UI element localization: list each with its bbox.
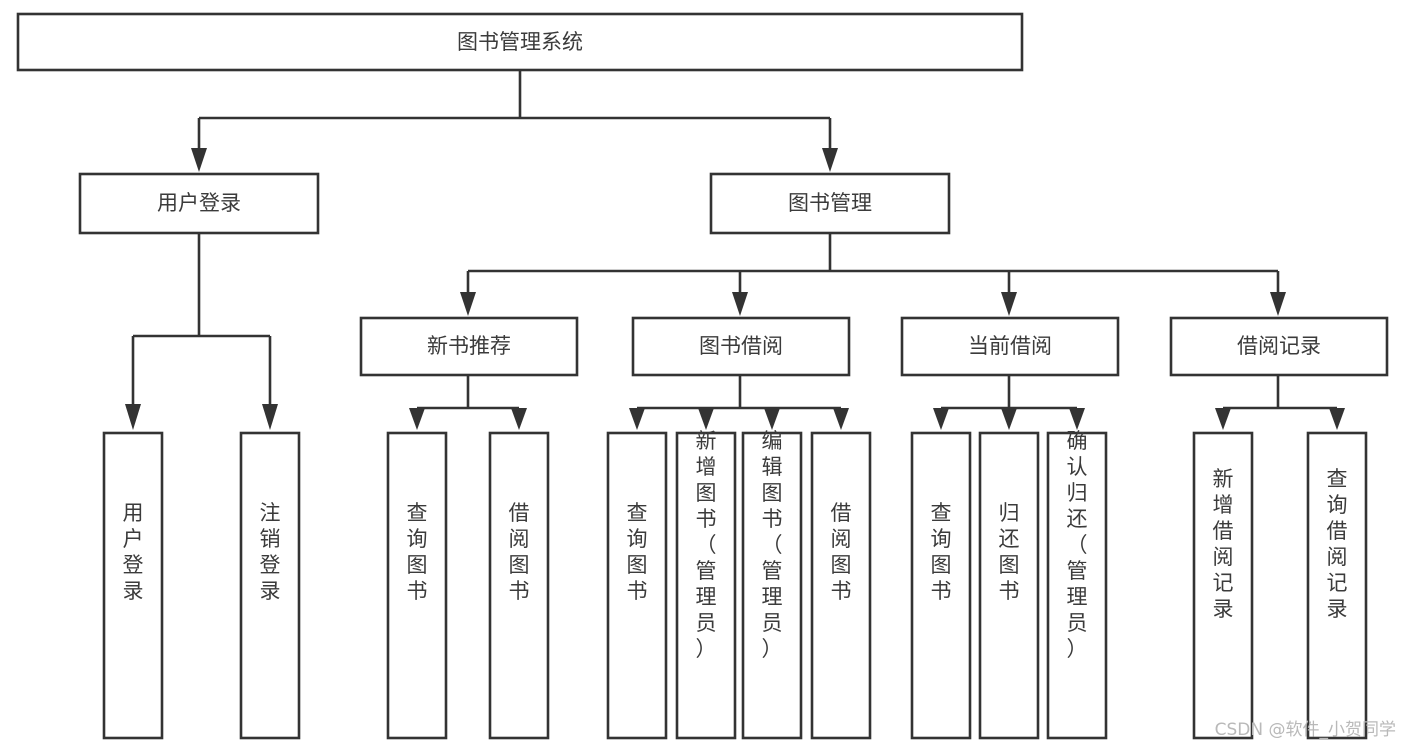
leaf-label-vertical: 归还图书 [999, 501, 1020, 603]
leaf-box[interactable] [239, 431, 301, 740]
leaf-current-borrow-3[interactable]: 确认归还（管理员） [1046, 429, 1108, 740]
leaf-box[interactable] [606, 431, 668, 740]
leaf-box[interactable] [810, 431, 872, 740]
leaf-label-vertical: 新增图书（管理员） [696, 429, 717, 661]
arrow-head-book-borrow-leaf3 [764, 408, 780, 430]
arrow-head-book-borrow-leaf4 [833, 408, 849, 430]
user-login-box[interactable] [78, 172, 320, 235]
leaf-label-vertical: 查询图书 [627, 501, 648, 603]
leaf-label-vertical: 注销登录 [260, 501, 281, 603]
leaf-box[interactable] [910, 431, 972, 740]
arrow-head-borrow-record-leaf1 [1215, 408, 1231, 430]
leaf-new-book-2[interactable]: 借阅图书 [488, 431, 550, 740]
leaf-book-borrow-2[interactable]: 新增图书（管理员） [675, 429, 737, 740]
node-new-book-recommend[interactable]: 新书推荐 [359, 316, 579, 377]
book-manage-label: 图书管理 [788, 191, 872, 215]
leaf-label-vertical: 查询图书 [931, 501, 952, 603]
node-current-borrow[interactable]: 当前借阅 [900, 316, 1120, 377]
borrow-record-label: 借阅记录 [1237, 334, 1321, 358]
arrow-head-book-borrow-leaf2 [698, 408, 714, 430]
arrow-head-book-manage [822, 148, 838, 172]
arrow-head-current-borrow-leaf3 [1069, 408, 1085, 430]
connector-layer [125, 70, 1345, 430]
root-box[interactable] [16, 12, 1024, 72]
arrow-head-new-book-leaf2 [511, 408, 527, 430]
arrow-head-user-login [191, 148, 207, 172]
leaf-label-vertical: 查询借阅记录 [1327, 467, 1348, 621]
leaf-new-book-1[interactable]: 查询图书 [386, 431, 448, 740]
node-root[interactable]: 图书管理系统 [16, 12, 1024, 72]
arrow-head-current-borrow [1001, 292, 1017, 316]
leaf-current-borrow-1[interactable]: 查询图书 [910, 431, 972, 740]
node-borrow-record[interactable]: 借阅记录 [1169, 316, 1389, 377]
node-user-login[interactable]: 用户登录 [78, 172, 320, 235]
leaf-borrow-record-1[interactable]: 新增借阅记录 [1192, 431, 1254, 740]
arrow-head-borrow-record-leaf2 [1329, 408, 1345, 430]
arrow-head-book-borrow [732, 292, 748, 316]
current-borrow-label: 当前借阅 [968, 334, 1052, 358]
leaf-label-vertical: 借阅图书 [509, 501, 530, 603]
leaf-label-vertical: 用户登录 [123, 501, 144, 603]
arrow-head-user-login-leaf2 [262, 404, 278, 430]
leaf-box[interactable] [102, 431, 164, 740]
book-manage-box[interactable] [709, 172, 951, 235]
leaf-label-vertical: 确认归还（管理员） [1067, 429, 1088, 661]
arrow-head-current-borrow-leaf1 [933, 408, 949, 430]
arrow-head-new-book [460, 292, 476, 316]
leaf-book-borrow-3[interactable]: 编辑图书（管理员） [741, 429, 803, 740]
leaf-box[interactable] [1306, 431, 1368, 740]
root-label: 图书管理系统 [457, 30, 583, 54]
leaf-book-borrow-4[interactable]: 借阅图书 [810, 431, 872, 740]
arrow-head-book-borrow-leaf1 [629, 408, 645, 430]
leaf-label-vertical: 查询图书 [407, 501, 428, 603]
leaf-box[interactable] [488, 431, 550, 740]
leaf-box[interactable] [978, 431, 1040, 740]
leaf-label-vertical: 新增借阅记录 [1213, 467, 1234, 621]
leaf-box[interactable] [1192, 431, 1254, 740]
borrow-record-box[interactable] [1169, 316, 1389, 377]
new-book-recommend-box[interactable] [359, 316, 579, 377]
leaf-user-login-2[interactable]: 注销登录 [239, 431, 301, 740]
leaf-box[interactable] [675, 431, 737, 740]
leaf-box[interactable] [1046, 431, 1108, 740]
current-borrow-box[interactable] [900, 316, 1120, 377]
leaf-user-login-1[interactable]: 用户登录 [102, 431, 164, 740]
user-login-label: 用户登录 [157, 191, 241, 215]
leaf-box[interactable] [386, 431, 448, 740]
arrow-head-user-login-leaf1 [125, 404, 141, 430]
arrow-head-current-borrow-leaf2 [1001, 408, 1017, 430]
node-book-manage[interactable]: 图书管理 [709, 172, 951, 235]
arrow-head-borrow-record [1270, 292, 1286, 316]
new-book-recommend-label: 新书推荐 [427, 334, 511, 358]
leaf-borrow-record-2[interactable]: 查询借阅记录 [1306, 431, 1368, 740]
book-borrow-box[interactable] [631, 316, 851, 377]
watermark-label: CSDN @软件_小贺同学 [1215, 720, 1396, 740]
book-borrow-label: 图书借阅 [699, 334, 783, 358]
leaf-current-borrow-2[interactable]: 归还图书 [978, 431, 1040, 740]
leaf-label-vertical: 借阅图书 [831, 501, 852, 603]
arrow-head-new-book-leaf1 [409, 408, 425, 430]
leaf-book-borrow-1[interactable]: 查询图书 [606, 431, 668, 740]
leaf-label-vertical: 编辑图书（管理员） [762, 429, 783, 661]
node-book-borrow[interactable]: 图书借阅 [631, 316, 851, 377]
leaf-box[interactable] [741, 431, 803, 740]
